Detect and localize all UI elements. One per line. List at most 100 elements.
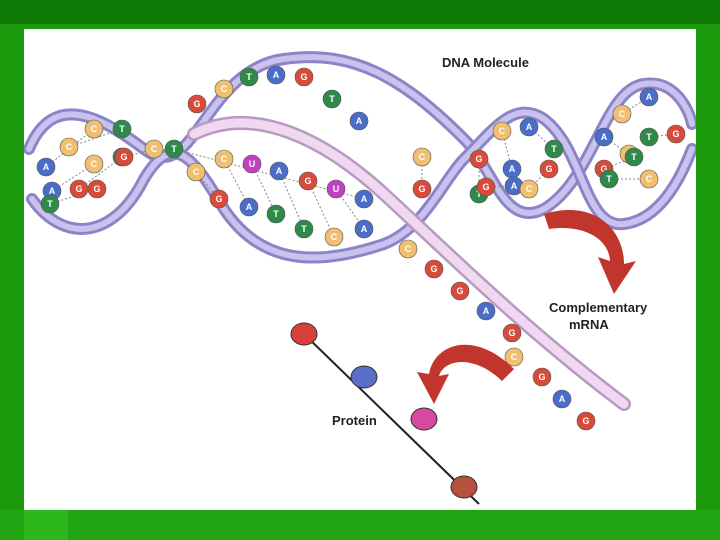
dna-middle-pair-4-b: T [544,139,564,159]
dna-base-top-3: A [266,65,286,85]
dna-molecule-label: DNA Molecule [442,55,529,70]
svg-text:C: C [221,84,228,94]
exiting-strand-base-5: C [504,347,524,367]
svg-text:C: C [405,244,412,254]
svg-text:G: G [672,129,679,139]
svg-text:G: G [545,164,552,174]
svg-text:A: A [511,181,518,191]
svg-text:C: C [646,174,653,184]
template-base-3: T [294,219,314,239]
dna-base-top-6: A [349,111,369,131]
svg-text:U: U [249,159,256,169]
base-rung [278,170,305,230]
protein-bead-blue [350,365,378,389]
svg-text:A: A [273,70,280,80]
svg-text:A: A [49,186,56,196]
dna-right-pair-1-b: G [666,124,686,144]
svg-text:C: C [331,232,338,242]
dna-middle-pair-0-b: G [412,179,432,199]
template-base-4: C [324,227,344,247]
svg-text:A: A [646,92,653,102]
svg-text:G: G [582,416,589,426]
protein-bead-red [290,322,318,346]
mrna-base-3: A [269,161,289,181]
svg-text:T: T [631,152,637,162]
svg-text:G: G [300,72,307,82]
svg-text:T: T [329,94,335,104]
svg-text:A: A [361,224,368,234]
base-rung [68,128,123,148]
svg-text:C: C [193,167,200,177]
complementary-label: Complementary [549,300,648,315]
svg-text:C: C [619,109,626,119]
svg-text:G: G [482,182,489,192]
dna-middle-pair-0-a: C [412,147,432,167]
svg-text:G: G [93,184,100,194]
dna-right-pair-4-a: T [599,169,619,189]
template-base-2: T [266,204,286,224]
dna-left-pair-1-a: C [59,137,79,157]
dna-base-top-1: C [214,79,234,99]
dna-middle-pair-2-b: A [502,159,522,179]
mrna-base-1: C [214,149,234,169]
svg-text:G: G [418,184,425,194]
dna-left-pair-5-a: G [114,147,134,167]
svg-text:T: T [646,132,652,142]
dna-middle-pair-1-a: G [469,149,489,169]
svg-text:C: C [91,159,98,169]
diagram-canvas: GCTAGTAACCTACGTTGGCCCUAGUAGATTCATCGGTCAG… [24,51,696,505]
dna-left-pair-0-a: A [36,157,56,177]
mrna-base-6: A [354,189,374,209]
transcription-arrow [544,210,636,294]
dna-right-pair-4-b: C [639,169,659,189]
svg-text:T: T [301,224,307,234]
mrna-base-5: U [326,179,346,199]
svg-text:G: G [600,164,607,174]
svg-text:T: T [47,199,53,209]
dna-base-top-5: T [322,89,342,109]
svg-text:T: T [119,124,125,134]
svg-text:T: T [476,189,482,199]
mrna-label: mRNA [569,317,609,332]
dna-left-pair-1-b: T [112,119,132,139]
exiting-strand-base-2: G [450,281,470,301]
dna-middle-pair-3-a: G [476,177,496,197]
mrna-base-2: U [242,154,262,174]
svg-text:G: G [456,286,463,296]
svg-text:C: C [221,154,228,164]
dna-right-pair-1-a: T [639,127,659,147]
corner-decoration [24,510,68,540]
dna-right-pair-3-b: T [624,147,644,167]
svg-text:C: C [499,126,506,136]
exiting-strand-base-6: G [532,367,552,387]
dna-base-top-4: G [294,67,314,87]
translation-arrow [417,344,514,404]
svg-text:C: C [511,352,518,362]
template-base-6: T [164,139,184,159]
exiting-strand-base-1: G [424,259,444,279]
svg-text:C: C [91,124,98,134]
svg-text:U: U [333,184,340,194]
svg-text:A: A [509,164,516,174]
exiting-strand-base-0: C [398,239,418,259]
protein-bead-pink [410,407,438,431]
protein-bead-brown [450,475,478,499]
svg-text:G: G [508,328,515,338]
dna-transcription-diagram: GCTAGTAACCTACGTTGGCCCUAGUAGATTCATCGGTCAG… [24,29,696,510]
protein-label: Protein [332,413,377,428]
svg-text:G: G [215,194,222,204]
dna-left-pair-2-b: C [84,154,104,174]
dna-base-top-0: G [187,94,207,114]
svg-text:G: G [193,99,200,109]
dna-right-pair-2-a: A [594,127,614,147]
template-base-1: A [239,197,259,217]
svg-text:C: C [419,152,426,162]
svg-text:G: G [430,264,437,274]
template-base-5: A [354,219,374,239]
svg-text:T: T [551,144,557,154]
dna-right-pair-0-b: A [639,87,659,107]
exiting-strand-base-8: G [576,411,596,431]
dna-left-pair-0-b: C [84,119,104,139]
mrna-base-0: C [186,162,206,182]
dna-left-pair-5-b: C [144,139,164,159]
